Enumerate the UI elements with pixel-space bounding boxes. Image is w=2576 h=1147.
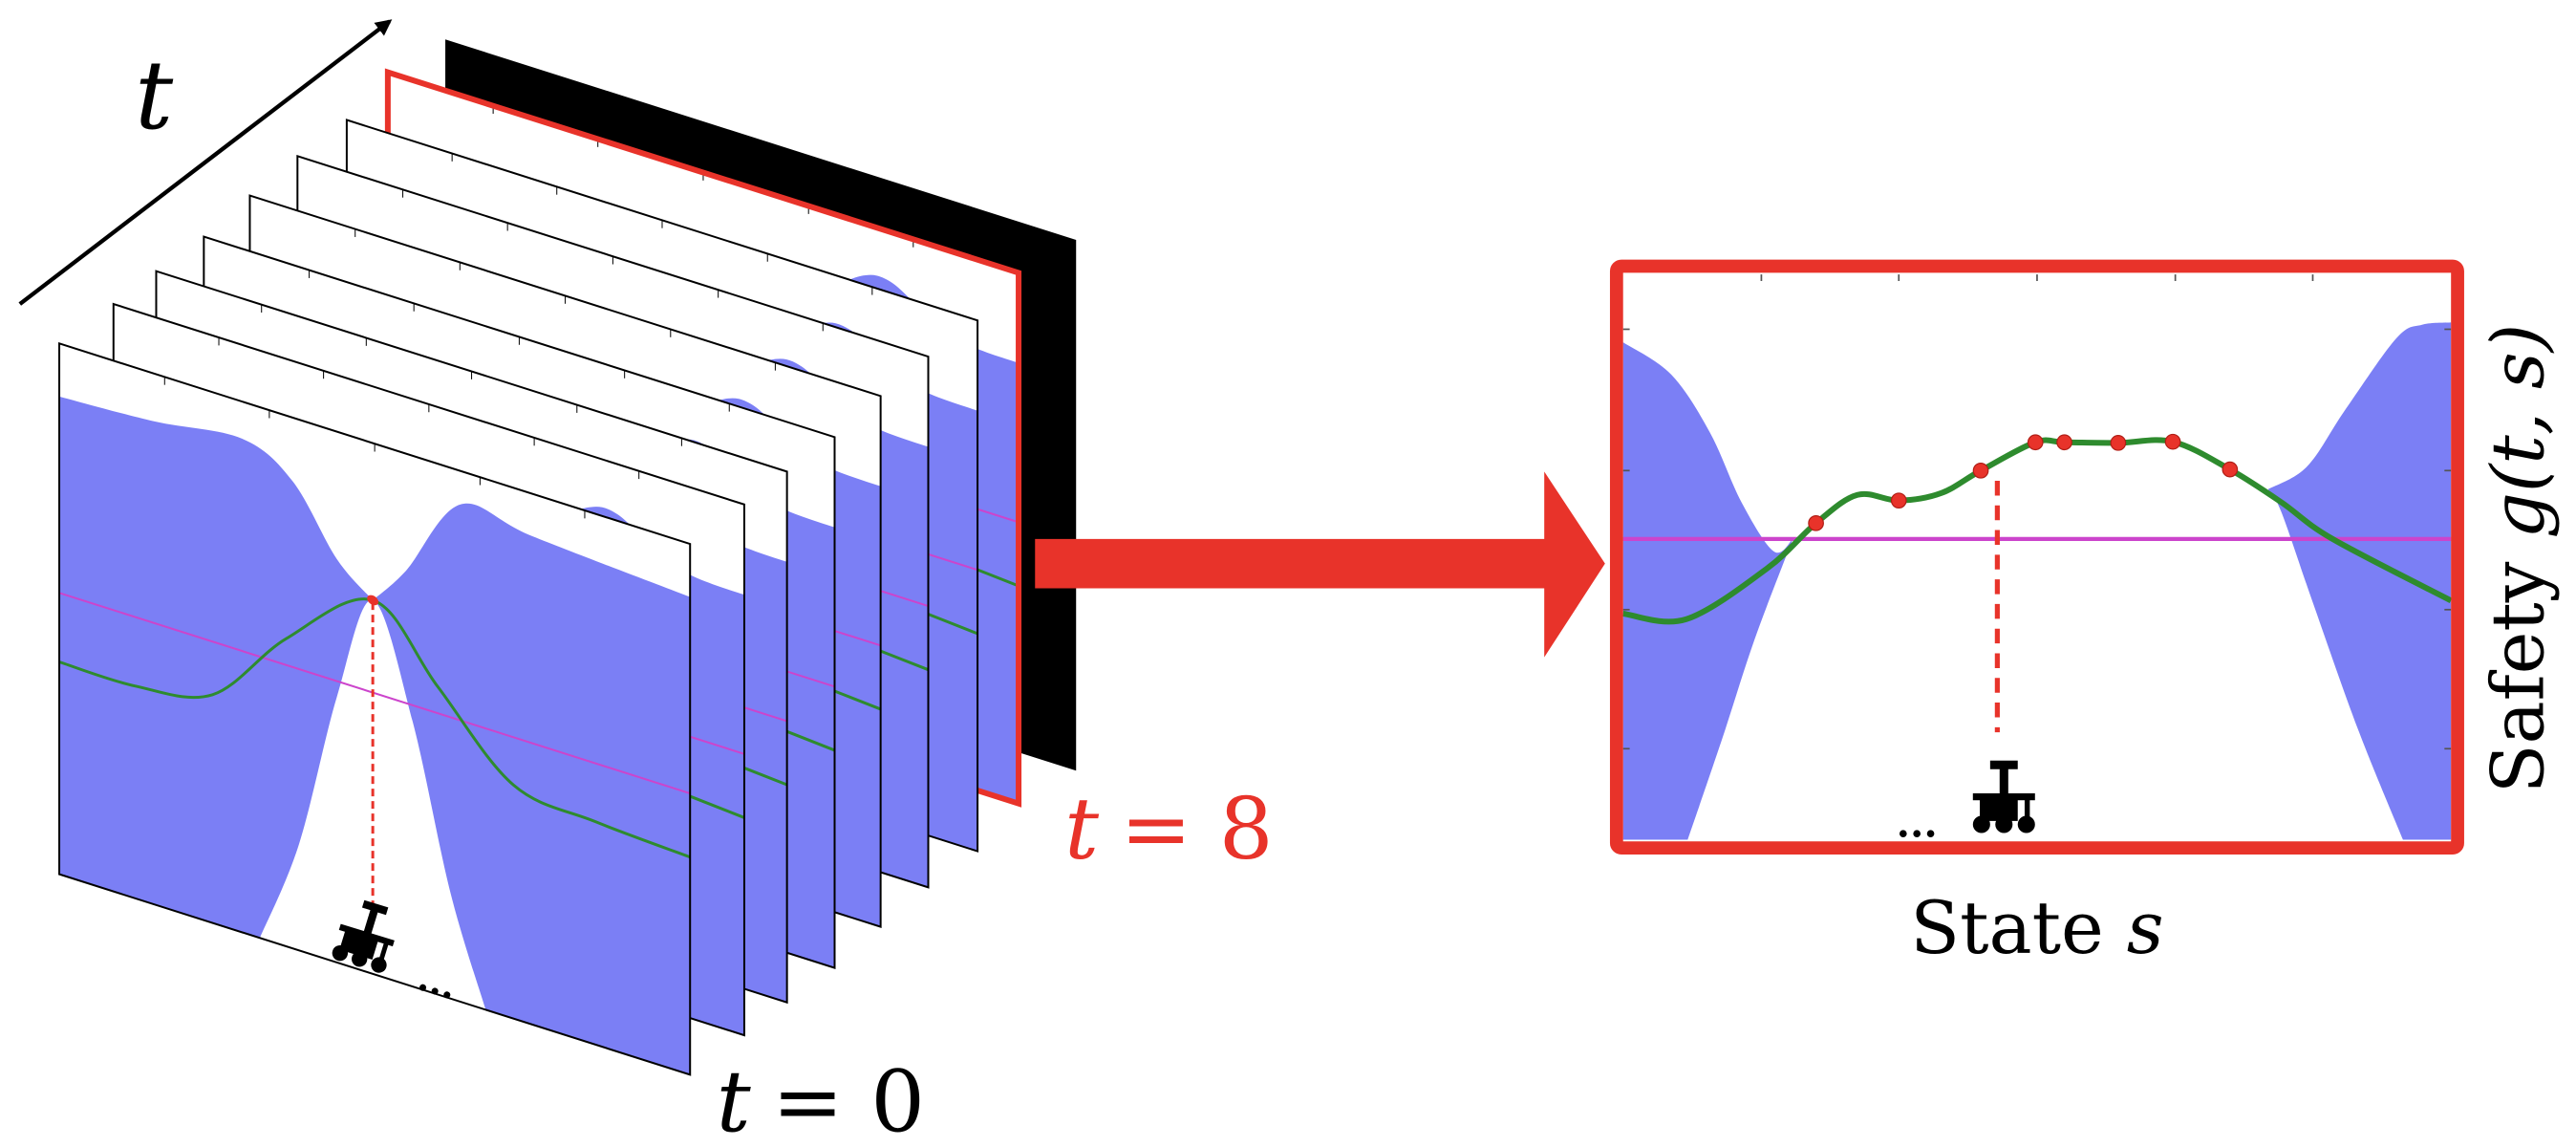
confidence-band-left <box>1622 342 1793 840</box>
safety-estimate-curve <box>1622 437 2453 625</box>
plane-frame <box>59 343 690 1074</box>
sample-point <box>1972 462 1989 479</box>
sample-point <box>2164 433 2181 450</box>
sample-point <box>1808 514 1824 531</box>
time-axis-arrow-icon <box>18 19 393 306</box>
highlight-frame <box>1609 259 2464 855</box>
sample-point <box>1890 492 1907 509</box>
ellipsis: ... <box>1897 800 1938 847</box>
zoomed-safety-plot: ... <box>1609 259 2464 855</box>
sample-point <box>367 595 379 606</box>
safety-threshold-line <box>59 593 690 793</box>
highlight-time-label: t = 8 <box>1064 779 1273 878</box>
sample-point <box>2056 434 2072 451</box>
time-slice-stack: ... <box>59 39 1076 1074</box>
y-axis-label: Safety g(t, s) <box>2476 324 2560 794</box>
sample-point <box>2110 435 2127 451</box>
front-time-label: t = 0 <box>717 1052 925 1147</box>
x-axis-label: State s <box>1910 886 2163 970</box>
time-slice-front <box>59 343 690 1074</box>
confidence-band-right <box>2267 322 2452 840</box>
sample-point <box>2027 434 2044 451</box>
confidence-band <box>59 396 691 1075</box>
time-axis-label: t <box>135 39 174 151</box>
arrow-right-icon <box>1035 471 1605 658</box>
sample-point <box>2222 461 2239 478</box>
